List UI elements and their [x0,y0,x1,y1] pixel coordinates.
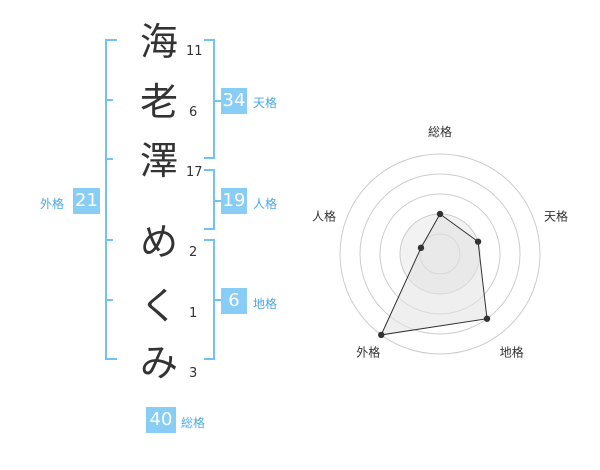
stroke-count-2: 6 [189,105,198,120]
chikaku-value: 6 [221,288,247,314]
name-char-4: め [139,220,178,264]
gaikaku-label: 外格 [40,197,65,211]
stroke-count-4: 2 [189,245,198,260]
radar-axis-label-4: 外格 [356,345,380,360]
tenkaku-value: 34 [221,88,247,114]
name-char-5: く [139,284,178,328]
outer-bracket [105,39,117,360]
radar-point-2 [474,238,482,245]
radar-axis-label-1: 総格 [428,124,452,139]
soukaku-label: 総格 [181,416,206,430]
radar-point-5 [417,244,425,252]
name-char-1: 海 [139,20,178,64]
radar-point-4 [378,331,385,339]
name-char-6: み [139,341,178,385]
soukaku-value: 40 [146,407,176,433]
radar-grid-ring [359,173,521,335]
stroke-count-3: 17 [186,165,203,180]
name-char-2: 老 [139,80,178,124]
stroke-count-6: 3 [189,366,198,381]
stroke-count-1: 11 [186,44,203,59]
stroke-count-5: 1 [189,306,198,321]
radar-grid-ring [339,153,541,355]
radar-data-polygon [380,213,488,336]
radar-point-3 [483,315,491,322]
name-char-3: 澤 [139,139,178,183]
gaikaku-value: 21 [73,188,100,214]
tenkaku-label: 天格 [253,96,278,110]
radar-axis-label-2: 天格 [544,208,568,223]
jinkaku-label: 人格 [253,197,278,211]
radar-axis-label-5: 人格 [312,208,336,223]
radar-axis-label-3: 地格 [500,345,524,360]
radar-point-1 [436,210,444,218]
jinkaku-value: 19 [221,188,247,214]
jinkaku-bracket [204,169,215,230]
chikaku-label: 地格 [253,297,278,311]
tenkaku-bracket [204,39,215,159]
